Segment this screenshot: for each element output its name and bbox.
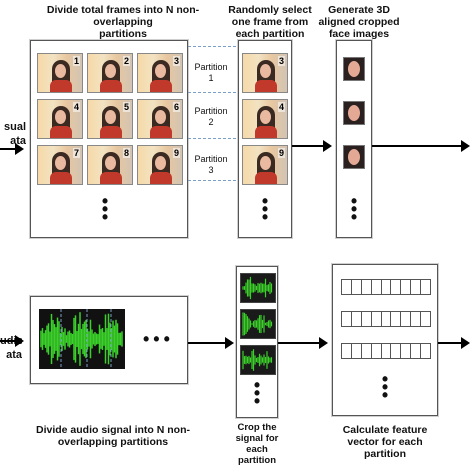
partition-word: Partition (194, 62, 228, 72)
visual-arrow-to-select (292, 140, 332, 152)
footer-divide-audio-line1: Divide audio signal into N non- (36, 424, 190, 436)
frame-thumb: 9 (137, 145, 183, 185)
audio-arrow-to-features (278, 337, 328, 349)
frame-thumb: 7 (37, 145, 83, 185)
partition-word: Partition (194, 106, 228, 116)
faces-more-dots: ••• (350, 191, 358, 227)
partition-separator (188, 92, 236, 93)
header-generate-3d-line2: aligned cropped (318, 16, 400, 28)
frame-thumb: 8 (87, 145, 133, 185)
cropped-clip (240, 273, 276, 303)
footer-crop-line4: partition (238, 455, 276, 466)
aligned-faces-box: ••• (336, 40, 372, 238)
frame-number: 5 (122, 102, 130, 112)
frame-thumb: 3 (137, 53, 183, 93)
features-more-dots: ••• (381, 369, 389, 405)
audio-label-line2: ata (6, 349, 22, 361)
frame-thumb: 4 (37, 99, 83, 139)
frame-thumb: 6 (137, 99, 183, 139)
footer-calc-line2: vector for each (347, 436, 423, 448)
header-generate-3d-line1: Generate 3D (328, 4, 390, 16)
footer-calc-line3: partition (364, 448, 406, 460)
frames-more-dots: ••• (101, 191, 109, 227)
frame-number: 1 (72, 56, 80, 66)
aligned-face-image (343, 57, 365, 81)
frame-thumb: 2 (87, 53, 133, 93)
feature-vector (341, 311, 431, 327)
feature-vectors-box: ••• (332, 264, 438, 416)
audio-output-arrow (438, 337, 470, 349)
partition-separator (188, 46, 236, 47)
frame-thumb: 5 (87, 99, 133, 139)
audio-signal-box: ••• (30, 296, 188, 384)
frame-number: 2 (122, 56, 130, 66)
partition-separator (188, 180, 236, 181)
cropped-clip (240, 309, 276, 339)
selected-frames-box: 3 4 9 ••• (238, 40, 292, 238)
footer-calc-line1: Calculate feature (342, 424, 428, 436)
audio-more-dots: ••• (143, 329, 174, 349)
frame-number: 9 (172, 148, 180, 158)
aligned-face-image (343, 145, 365, 169)
partition-label-3: Partition 3 (186, 154, 236, 176)
footer-divide-audio: Divide audio signal into N non- overlapp… (28, 424, 198, 448)
footer-divide-audio-line2: overlapping partitions (57, 436, 169, 448)
visual-input-arrow (0, 143, 24, 155)
footer-crop-line3: each (246, 444, 268, 455)
header-divide-frames: Divide total frames into N non-overlappi… (28, 4, 218, 40)
clips-more-dots: ••• (253, 375, 261, 411)
audio-input-arrow (0, 335, 24, 347)
footer-calc-feature: Calculate feature vector for each partit… (326, 424, 444, 460)
partition-separator (188, 138, 236, 139)
frame-number: 8 (122, 148, 130, 158)
partition-number: 1 (208, 73, 214, 83)
header-randomly-select: Randomly select one frame from each part… (222, 4, 318, 40)
header-generate-3d-line3: face images (328, 28, 390, 40)
header-randomly-select-line2: one frame from (231, 16, 309, 28)
selected-frame-thumb: 9 (242, 145, 288, 185)
frame-number: 3 (277, 56, 285, 66)
frame-number: 6 (172, 102, 180, 112)
feature-vector (341, 279, 431, 295)
partition-word: Partition (194, 154, 228, 164)
partition-number: 3 (208, 165, 214, 175)
header-divide-frames-line1: Divide total frames into N non-overlappi… (46, 4, 200, 28)
frame-thumb: 1 (37, 53, 83, 93)
selected-frame-thumb: 3 (242, 53, 288, 93)
cropped-clip (240, 345, 276, 375)
frames-grid-box: 1 2 3 4 5 6 7 8 9 ••• (30, 40, 188, 238)
footer-crop-line2: signal for (235, 433, 279, 444)
feature-vector (341, 343, 431, 359)
partition-number: 2 (208, 117, 214, 127)
footer-crop-line1: Crop the (237, 422, 277, 433)
header-generate-3d: Generate 3D aligned cropped face images (316, 4, 402, 40)
header-randomly-select-line1: Randomly select (228, 4, 312, 16)
selected-frame-thumb: 4 (242, 99, 288, 139)
cropped-clips-box: ••• (236, 266, 278, 418)
selected-more-dots: ••• (261, 191, 269, 227)
partition-label-1: Partition 1 (186, 62, 236, 84)
audio-arrow-to-crop (188, 337, 234, 349)
visual-label-line1: sual (3, 121, 26, 133)
frame-number: 9 (277, 148, 285, 158)
header-divide-frames-line2: partitions (99, 28, 147, 40)
frame-number: 4 (277, 102, 285, 112)
partition-label-2: Partition 2 (186, 106, 236, 128)
frame-number: 4 (72, 102, 80, 112)
frame-number: 3 (172, 56, 180, 66)
visual-output-arrow (372, 140, 470, 152)
footer-crop-signal: Crop the signal for each partition (226, 422, 288, 466)
aligned-face-image (343, 101, 365, 125)
audio-waveform (39, 309, 125, 369)
header-randomly-select-line3: each partition (235, 28, 305, 40)
frame-number: 7 (72, 148, 80, 158)
